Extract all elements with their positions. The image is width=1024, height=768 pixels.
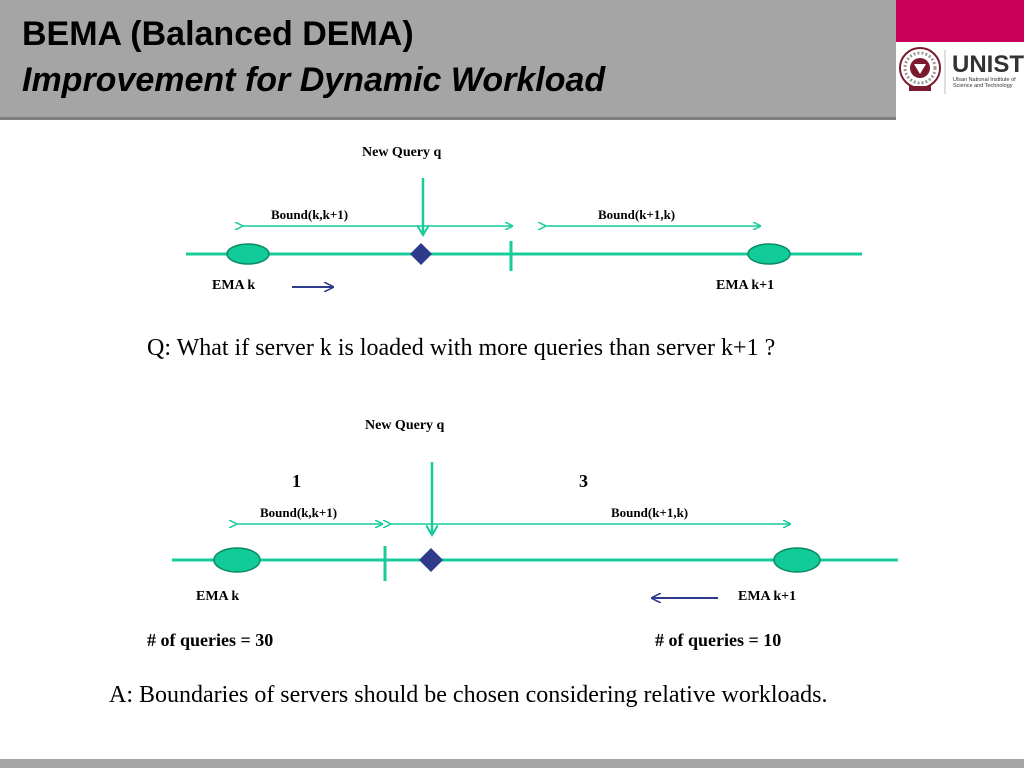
bottom-new-query-label: New Query q — [365, 418, 445, 433]
title-bar — [0, 0, 896, 119]
top-query-marker — [410, 243, 432, 265]
top-ema-k-label: EMA k — [212, 278, 256, 293]
count-left-label: 1 — [292, 471, 301, 491]
slide-subtitle: Improvement for Dynamic Workload — [22, 61, 606, 99]
svg-text:Science and Technology: Science and Technology — [953, 83, 1013, 89]
queries-left-label: # of queries = 30 — [147, 630, 274, 650]
top-ema-k1-node — [747, 243, 791, 265]
title-bar-underline — [0, 117, 896, 120]
bottom-ema-k-node — [213, 547, 261, 573]
svg-text:UNIST: UNIST — [952, 51, 1024, 78]
brand-color-bar — [896, 0, 1024, 42]
bottom-ema-k-label: EMA k — [196, 589, 240, 604]
unist-logo: UNIST Ulsan National Institute of Scienc… — [899, 47, 1024, 94]
svg-text:Ulsan National Institute of: Ulsan National Institute of — [953, 77, 1016, 83]
slide-title: BEMA (Balanced DEMA) — [22, 15, 414, 53]
bottom-bound-left-label: Bound(k,k+1) — [260, 505, 338, 520]
footer-bar — [0, 759, 1024, 768]
count-right-label: 3 — [579, 471, 588, 491]
answer-text: A: Boundaries of servers should be chose… — [109, 682, 828, 708]
top-bound-left-label: Bound(k,k+1) — [271, 207, 349, 222]
top-ema-k-node — [226, 243, 270, 265]
top-new-query-label: New Query q — [362, 145, 442, 160]
top-ema-k1-label: EMA k+1 — [716, 278, 775, 293]
bottom-bound-right-label: Bound(k+1,k) — [611, 505, 689, 520]
top-bound-right-label: Bound(k+1,k) — [598, 207, 676, 222]
bottom-query-marker — [419, 548, 443, 572]
question-text: Q: What if server k is loaded with more … — [147, 335, 776, 361]
queries-right-label: # of queries = 10 — [655, 630, 782, 650]
bottom-diagram — [172, 462, 898, 598]
bottom-ema-k1-node — [773, 547, 821, 573]
top-diagram — [186, 178, 862, 287]
bottom-ema-k1-label: EMA k+1 — [738, 589, 797, 604]
